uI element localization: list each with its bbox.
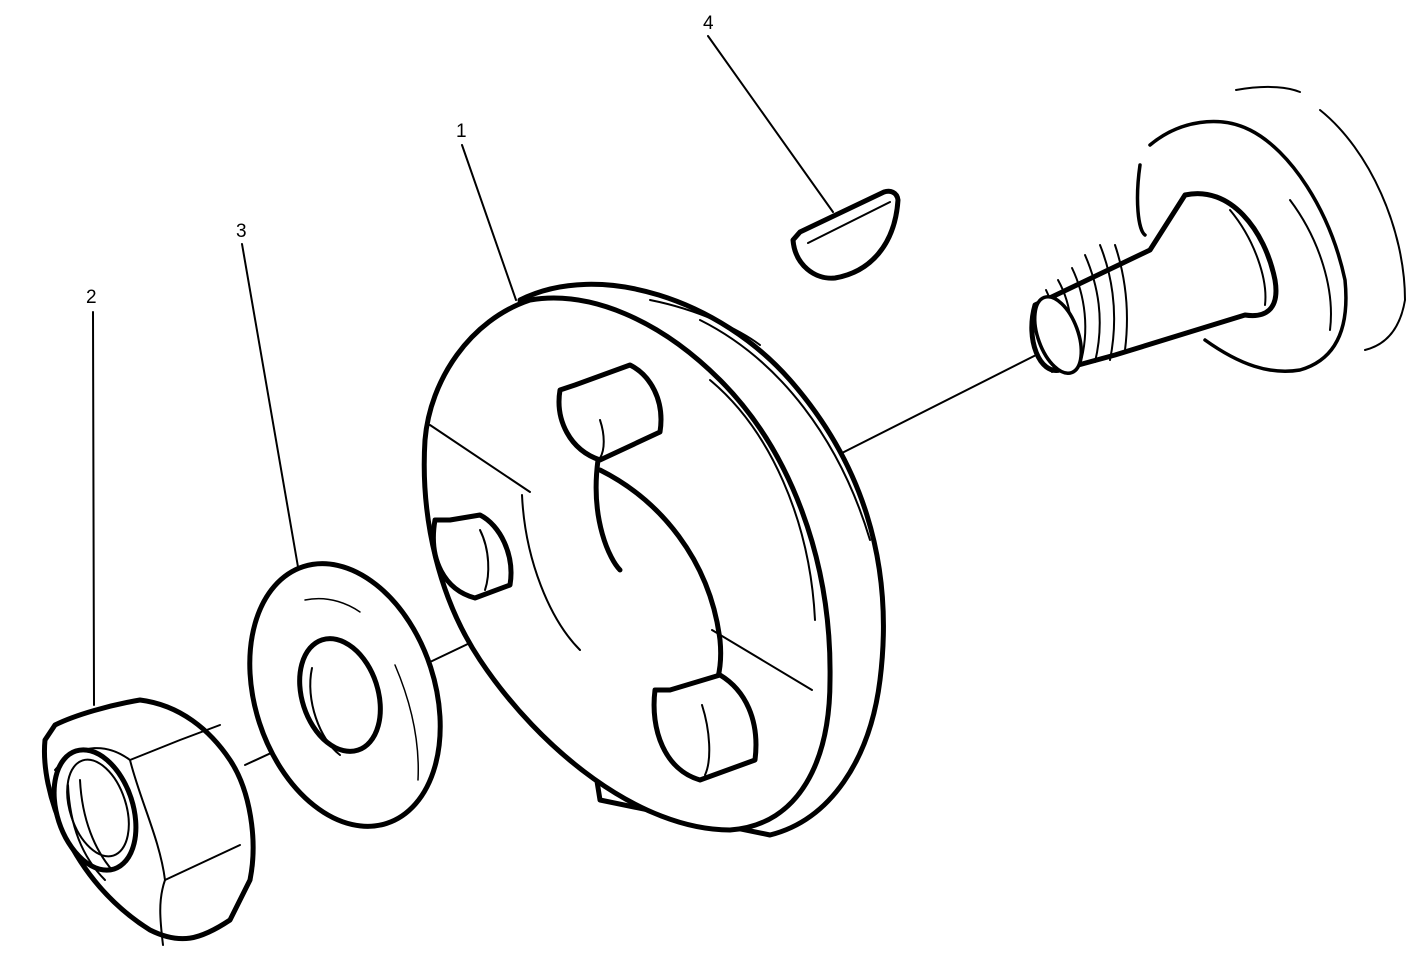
hub-disc-part bbox=[421, 281, 886, 838]
callout-label-4: 4 bbox=[703, 13, 714, 34]
woodruff-key-part bbox=[790, 188, 901, 281]
threaded-shaft-part bbox=[1029, 85, 1406, 375]
drive-lug-top bbox=[556, 362, 664, 463]
callout-label-1: 1 bbox=[456, 121, 467, 142]
drive-lug-left bbox=[430, 512, 514, 601]
leader-line-2 bbox=[92, 311, 95, 706]
leader-line-4 bbox=[707, 35, 834, 213]
leader-line-3 bbox=[241, 243, 303, 591]
callout-label-3: 3 bbox=[236, 221, 247, 242]
drive-lug-bottom bbox=[651, 672, 759, 783]
callout-label-2: 2 bbox=[86, 287, 97, 308]
washer-part bbox=[247, 561, 443, 829]
leader-line-1 bbox=[461, 144, 517, 301]
hex-nut-part bbox=[41, 697, 256, 946]
leader-lines bbox=[92, 35, 834, 706]
